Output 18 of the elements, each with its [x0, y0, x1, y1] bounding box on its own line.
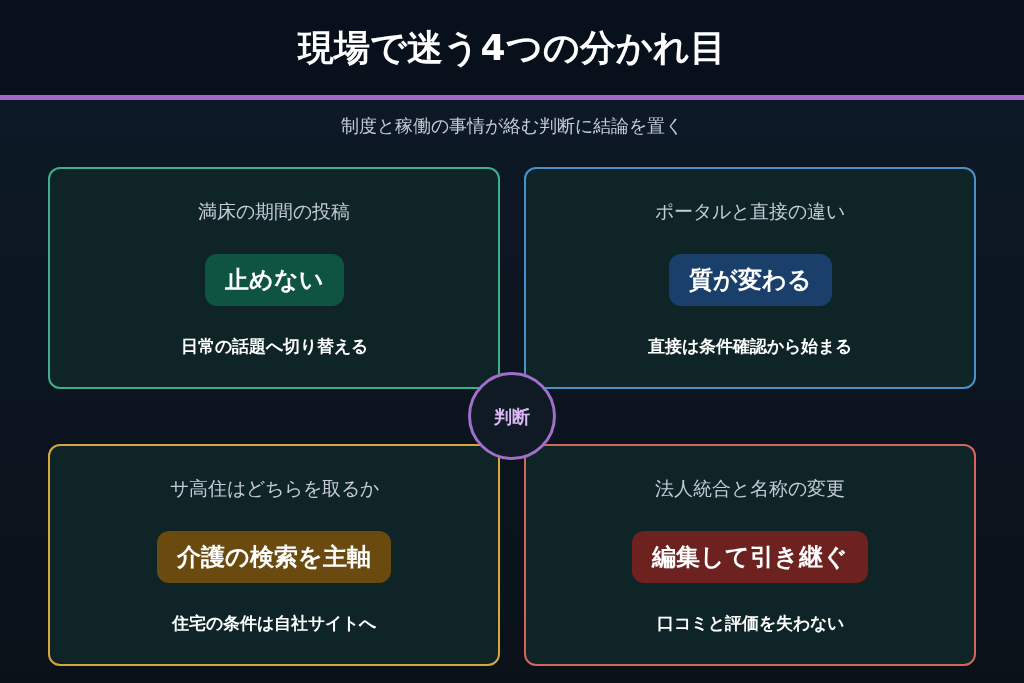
card-heading: 満床の期間の投稿	[198, 199, 350, 224]
conclusion-pill: 編集して引き継ぐ	[632, 530, 868, 583]
card-heading: ポータルと直接の違い	[655, 199, 845, 224]
card	[524, 167, 976, 389]
card-body: 住宅の条件は自社サイトへ	[172, 611, 376, 635]
card	[48, 444, 500, 666]
subtitle: 制度と稼働の事情が絡む判断に結論を置く	[340, 114, 684, 138]
card	[48, 167, 500, 389]
card-body: 口コミと評価を失わない	[656, 611, 844, 635]
conclusion-pill: 質が変わる	[668, 253, 832, 306]
card-body: 日常の話題へ切り替える	[180, 334, 368, 358]
card-body: 直接は条件確認から始まる	[648, 334, 852, 358]
card-heading: 法人統合と名称の変更	[655, 476, 845, 501]
title: 現場で迷う4つの分かれ目	[298, 25, 726, 70]
conclusion-pill: 介護の検索を主軸	[157, 530, 391, 583]
conclusion-pill: 止めない	[204, 253, 344, 306]
card-heading: サ高住はどちらを取るか	[169, 476, 379, 501]
card	[524, 444, 976, 666]
